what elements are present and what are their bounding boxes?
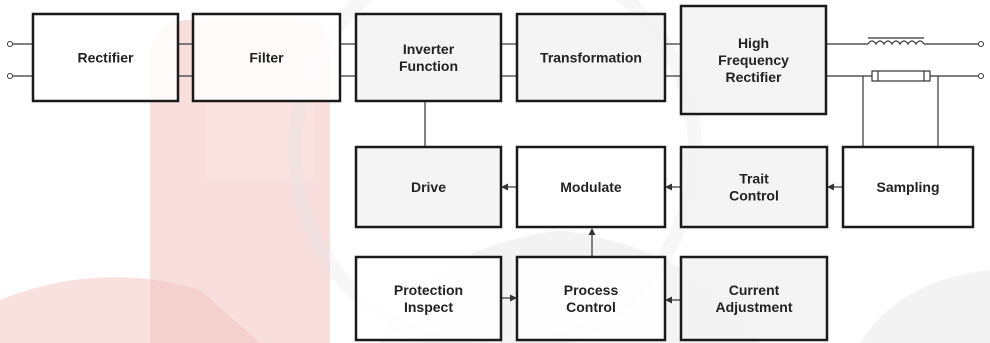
block-label: Modulate: [560, 179, 622, 195]
block-label: Adjustment: [716, 299, 793, 315]
block-box: [515, 12, 667, 103]
block-box: [679, 255, 829, 342]
block-box: [354, 145, 503, 229]
block-box: [679, 4, 828, 116]
block-label: Frequency: [718, 52, 789, 68]
block-label: Protection: [394, 282, 463, 298]
block-box: [31, 12, 180, 103]
block-label: Rectifier: [77, 50, 134, 66]
block-box: [354, 12, 503, 103]
block-label: Filter: [249, 50, 284, 66]
block-box: [515, 255, 667, 342]
block-sampling: Sampling: [841, 145, 975, 229]
block-label: Sampling: [876, 179, 939, 195]
block-label: Process: [564, 282, 619, 298]
block-modulate: Modulate: [515, 145, 667, 229]
block-label: Transformation: [540, 50, 642, 66]
power-lines: [7, 37, 984, 147]
block-label: Current: [729, 282, 780, 298]
block-box: [354, 255, 503, 342]
block-label: Rectifier: [725, 69, 782, 85]
block-label: Control: [566, 299, 616, 315]
block-label: Inverter: [403, 41, 455, 57]
block-label: High: [738, 35, 769, 51]
block-label: Function: [399, 58, 458, 74]
block-label: Control: [729, 188, 779, 204]
block-drive: Drive: [354, 145, 503, 229]
block-label: Inspect: [404, 299, 453, 315]
block-transformation: Transformation: [515, 12, 667, 103]
block-box: [841, 145, 975, 229]
block-box: [515, 145, 667, 229]
block-rectifier: Rectifier: [31, 12, 180, 103]
arrows: [501, 183, 843, 304]
block-filter: Filter: [191, 12, 342, 103]
block-label: Drive: [411, 179, 446, 195]
block-label: Trait: [739, 171, 769, 187]
block-box: [679, 145, 829, 229]
block-box: [191, 12, 342, 103]
